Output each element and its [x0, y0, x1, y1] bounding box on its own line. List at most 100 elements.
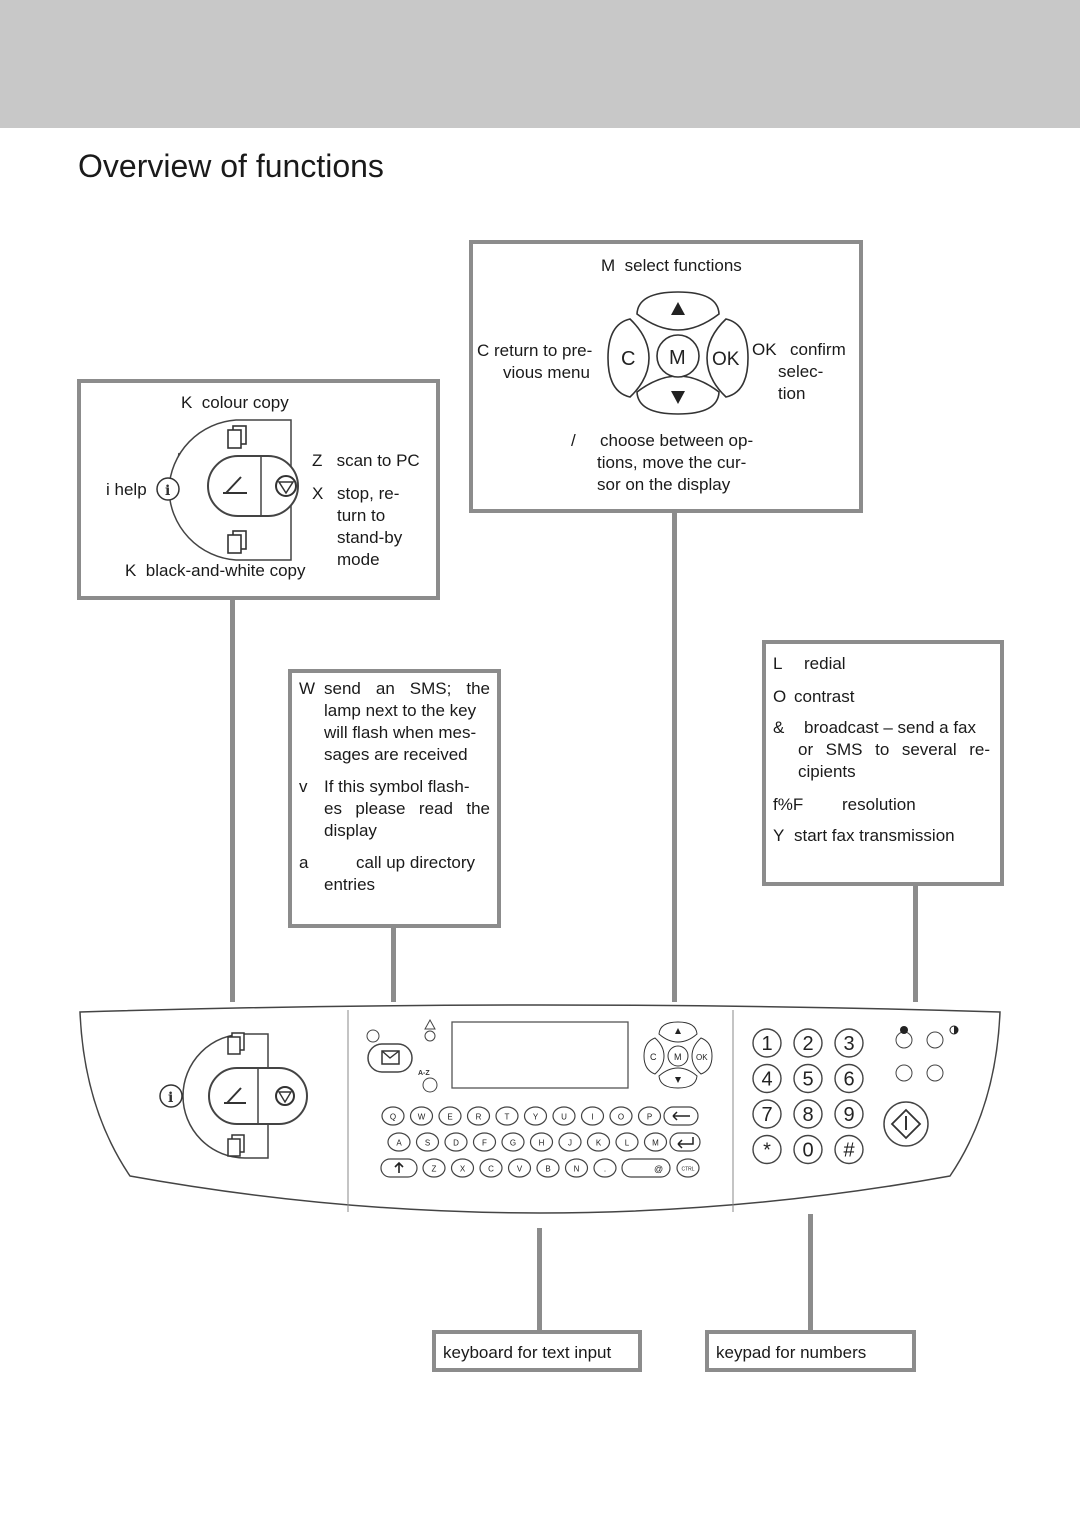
svg-text:*: * [763, 1140, 771, 1162]
keypad-key-7[interactable]: 7 [752, 1099, 782, 1129]
confirm-desc-1: confirm [790, 340, 846, 359]
colour-copy-icon [227, 425, 247, 449]
enter-key[interactable] [669, 1132, 701, 1152]
svg-text:@: @ [654, 1164, 663, 1174]
svg-text:J: J [568, 1139, 572, 1148]
keyboard-key-K[interactable]: K [586, 1132, 611, 1152]
keyboard-key-I[interactable]: I [580, 1106, 605, 1126]
svg-text:1: 1 [761, 1033, 772, 1055]
svg-text:G: G [510, 1139, 516, 1148]
keyboard-key-.[interactable]: . [593, 1158, 617, 1178]
broadcast-desc-1: broadcast – send a fax [804, 718, 977, 737]
keyboard-key-G[interactable]: G [501, 1132, 525, 1152]
backspace-key[interactable] [663, 1106, 699, 1126]
svg-text:2: 2 [802, 1033, 813, 1055]
keyboard-key-Q[interactable]: Q [381, 1106, 405, 1126]
select-key: M [601, 256, 616, 275]
keyboard-key-J[interactable]: J [558, 1132, 582, 1152]
keyboard-key-E[interactable]: E [438, 1106, 462, 1126]
keypad-key-6[interactable]: 6 [834, 1063, 864, 1094]
header-band [0, 0, 1080, 128]
svg-text:D: D [453, 1139, 459, 1148]
sms-functions-box: W send an SMS; the lamp next to the key … [288, 669, 501, 928]
colour-copy-desc: colour copy [201, 393, 289, 412]
keyboard-key-Z[interactable]: Z [422, 1158, 446, 1178]
keyboard-key-N[interactable]: N [564, 1158, 589, 1178]
colour-copy-label: K colour copy [181, 392, 289, 414]
broadcast-desc-2: or SMS to several re- [798, 740, 990, 759]
keyboard-key-M[interactable]: M [643, 1132, 668, 1152]
sms-desc-4: sages are received [324, 745, 468, 764]
svg-text:C: C [488, 1165, 494, 1174]
keyboard-key-W[interactable]: W [409, 1106, 434, 1126]
svg-text:E: E [447, 1113, 452, 1122]
choose-desc-1: choose between op- [600, 431, 754, 450]
keypad-key-4[interactable]: 4 [752, 1063, 782, 1094]
keyboard-key-R[interactable]: R [466, 1106, 491, 1126]
az-label: A-Z [418, 1070, 430, 1077]
space-key[interactable]: @ [621, 1158, 671, 1178]
svg-text:M: M [652, 1139, 659, 1148]
keyboard-key-P[interactable]: P [637, 1106, 662, 1126]
stop-desc-2: turn to [337, 506, 386, 525]
display-warning-desc-2: es please read the [324, 799, 490, 818]
keyboard-key-L[interactable]: L [615, 1132, 639, 1152]
svg-text:0: 0 [802, 1140, 813, 1162]
svg-text:V: V [517, 1165, 523, 1174]
svg-text:L: L [625, 1139, 630, 1148]
navigation-functions-box: M select functions C return to pre- viou… [469, 240, 863, 513]
keypad-key-5[interactable]: 5 [793, 1063, 823, 1094]
svg-text:P: P [647, 1113, 652, 1122]
resolution-key: f%F [773, 795, 804, 814]
back-desc-2: vious menu [503, 363, 590, 382]
svg-text:N: N [574, 1165, 580, 1174]
svg-text:C: C [650, 1052, 657, 1062]
keypad-key-9[interactable]: 9 [834, 1099, 864, 1129]
keyboard-key-Y[interactable]: Y [523, 1106, 548, 1126]
keypad-key-#[interactable]: # [834, 1134, 864, 1165]
keyboard-key-D[interactable]: D [444, 1132, 468, 1152]
svg-text:S: S [425, 1139, 430, 1148]
svg-text:H: H [539, 1139, 545, 1148]
directory-key: a [299, 853, 309, 872]
keyboard-key-X[interactable]: X [450, 1158, 475, 1178]
keyboard-key-S[interactable]: S [415, 1132, 440, 1152]
scan-label: Z scan to PC [312, 450, 420, 472]
keyboard-key-U[interactable]: U [552, 1106, 576, 1126]
keyboard-key-V[interactable]: V [507, 1158, 532, 1178]
ctrl-key[interactable]: CTRL [676, 1158, 700, 1178]
keypad-label-box: keypad for numbers [705, 1330, 916, 1372]
keyboard-key-T[interactable]: T [495, 1106, 519, 1126]
nav-c-key: C [621, 348, 635, 370]
svg-text:T: T [505, 1113, 510, 1122]
keyboard-key-C[interactable]: C [479, 1158, 503, 1178]
keypad-key-3[interactable]: 3 [834, 1028, 864, 1058]
svg-text:A: A [396, 1139, 402, 1148]
keyboard-label-box: keyboard for text input [432, 1330, 642, 1372]
keypad-key-0[interactable]: 0 [793, 1134, 823, 1165]
keypad-key-*[interactable]: * [752, 1134, 782, 1165]
select-label: M select functions [601, 255, 742, 277]
connector-sms [391, 926, 396, 1002]
keyboard-key-O[interactable]: O [609, 1106, 633, 1126]
scan-desc: scan to PC [336, 451, 420, 470]
nav-keys-illustration: C M OK [607, 291, 749, 415]
colour-copy-key: K [181, 393, 193, 412]
keypad-key-1[interactable]: 1 [752, 1028, 782, 1058]
broadcast-desc-3: cipients [798, 762, 856, 781]
sms-key: W [299, 679, 316, 698]
keyboard-key-H[interactable]: H [529, 1132, 554, 1152]
redial-key: L [773, 654, 783, 673]
keyboard-label: keyboard for text input [443, 1343, 612, 1362]
shift-key[interactable] [380, 1158, 418, 1178]
svg-text:OK: OK [696, 1053, 708, 1062]
keyboard-key-F[interactable]: F [472, 1132, 497, 1152]
keypad-key-2[interactable]: 2 [793, 1028, 823, 1058]
keyboard-key-B[interactable]: B [536, 1158, 560, 1178]
keypad-key-8[interactable]: 8 [793, 1099, 823, 1129]
panel-nav-keys: C M OK [643, 1021, 713, 1089]
keyboard-key-A[interactable]: A [387, 1132, 411, 1152]
